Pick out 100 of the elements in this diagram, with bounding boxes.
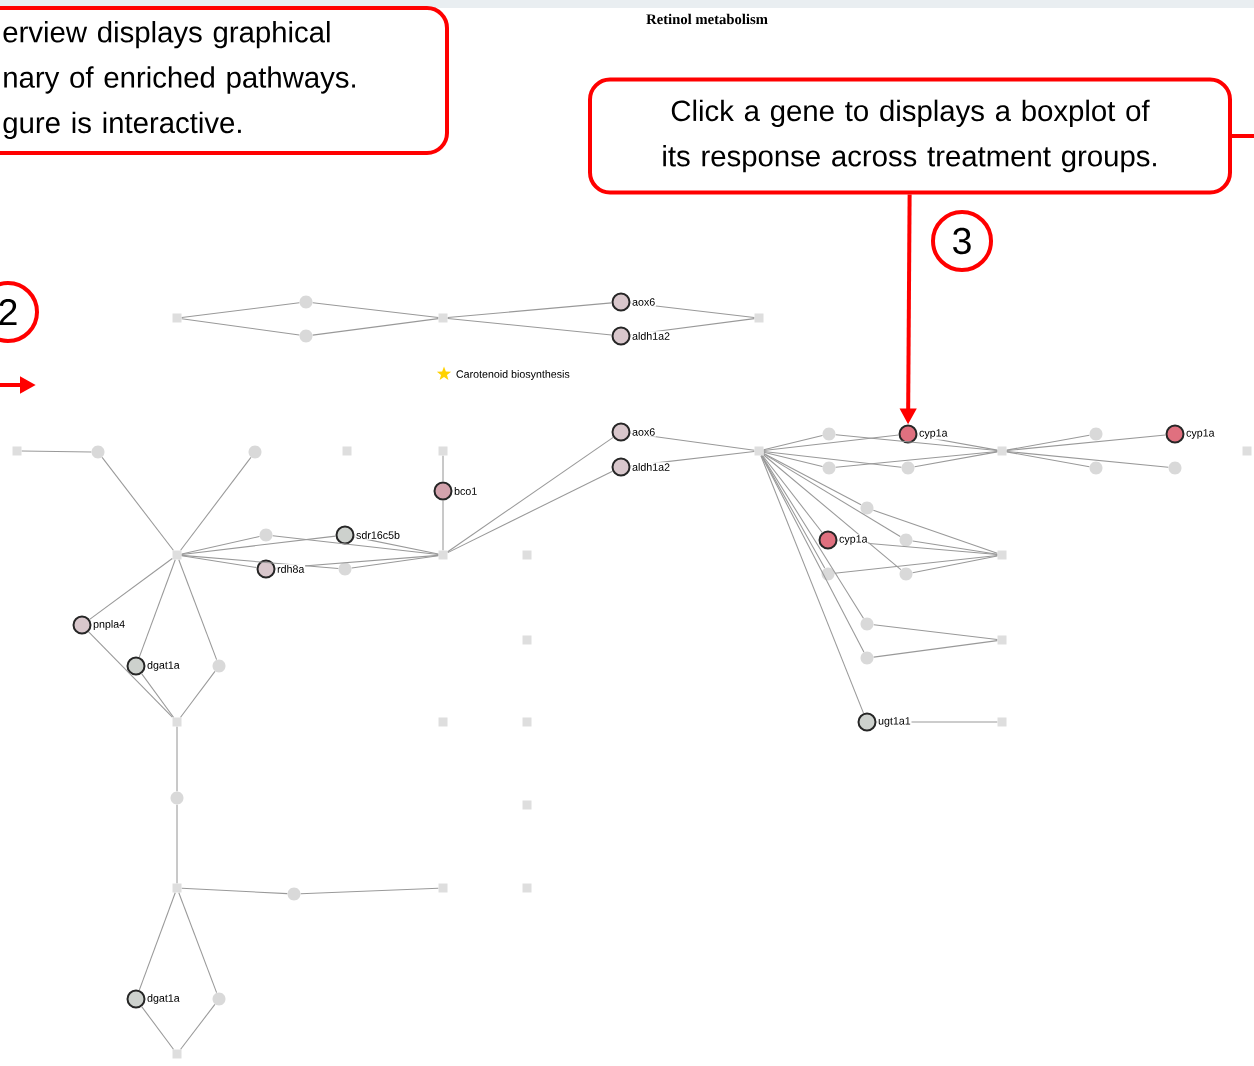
- node-square: [172, 313, 182, 323]
- pathway-line: [181, 887, 288, 895]
- pathway-line: [834, 555, 998, 574]
- pathway-line: [1006, 450, 1169, 468]
- pathway-line: [176, 726, 178, 792]
- pathway-line: [447, 470, 614, 554]
- node-square: [522, 717, 532, 727]
- gene-circle: [1165, 424, 1185, 444]
- pathway-line: [300, 887, 439, 895]
- pathway-line: [178, 559, 218, 661]
- pathway-line: [141, 1006, 174, 1050]
- pathway-line: [180, 456, 252, 551]
- pathway-line: [181, 535, 337, 555]
- callout-number: 3: [931, 210, 993, 272]
- pathway-line: [835, 434, 998, 452]
- pathway-line: [442, 499, 444, 551]
- pathway-line: [763, 451, 823, 467]
- node-square: [522, 883, 532, 893]
- pathway-line: [88, 631, 173, 718]
- node-square: [522, 800, 532, 810]
- node-square: [438, 883, 448, 893]
- pathway-line: [447, 436, 614, 553]
- pathway-line: [763, 453, 901, 538]
- gene-label: ugt1a1: [877, 716, 912, 728]
- node-square: [172, 1049, 182, 1059]
- pathway-line: [312, 318, 439, 336]
- pathway-line: [763, 451, 902, 468]
- node-square: [522, 635, 532, 645]
- gene-circle: [611, 326, 631, 346]
- gene-label: cyp1a: [918, 428, 949, 440]
- gene-label: aox6: [631, 427, 656, 437]
- gene-circle: [611, 292, 631, 312]
- pathway-line: [763, 452, 862, 506]
- pathway-line: [89, 557, 173, 620]
- pathway-line: [101, 456, 174, 551]
- gene-label: aldh1a2: [631, 331, 671, 341]
- gene-label: sdr16c5b: [355, 530, 401, 540]
- node-square: [997, 635, 1007, 645]
- pathway-line: [21, 450, 92, 453]
- gene-label: dgat1a: [146, 660, 181, 672]
- gene-circle: [335, 525, 355, 545]
- node-square: [438, 717, 448, 727]
- pathway-line: [763, 435, 823, 451]
- pathway-line: [1006, 434, 1167, 452]
- pathway-line: [180, 670, 216, 718]
- node-square: [997, 550, 1007, 560]
- pathway-line: [872, 509, 998, 554]
- gene-label: pnpla4: [92, 619, 126, 631]
- pathway-line: [176, 804, 178, 884]
- pathway-line: [351, 555, 439, 569]
- gene-circle: [256, 559, 276, 579]
- pathway-line: [763, 434, 900, 451]
- callout-box: erview displays graphical nary of enriched pathways. gure is interactive.: [0, 6, 449, 155]
- node-square: [172, 550, 182, 560]
- pathway-line: [312, 302, 439, 318]
- node-square: [438, 446, 448, 456]
- pathway-line: [912, 540, 998, 555]
- gene-circle: [126, 989, 146, 1009]
- gene-label: rdh8a: [276, 564, 306, 574]
- pathway-line: [272, 535, 439, 555]
- pathway-line: [1006, 434, 1090, 451]
- title: Retinol metabolism: [646, 13, 768, 25]
- gene-label: dgat1a: [146, 993, 181, 1005]
- gene-label: cyp1a: [1185, 428, 1216, 440]
- gene-circle: [72, 615, 92, 635]
- pathway-line: [763, 454, 902, 571]
- pathway-line: [442, 455, 444, 483]
- pathway-line: [912, 555, 998, 574]
- gene-label: cyp1a: [838, 534, 869, 546]
- gene-circle: [433, 481, 453, 501]
- gene-circle: [611, 422, 631, 442]
- node-square: [172, 883, 182, 893]
- pathway-line: [873, 640, 998, 658]
- node-square: [997, 717, 1007, 727]
- pathway-line: [760, 455, 865, 653]
- node-square: [12, 446, 22, 456]
- pathway-line: [447, 317, 613, 336]
- node-square: [522, 550, 532, 560]
- node-square: [754, 446, 764, 456]
- pathway-line: [138, 892, 176, 991]
- pathway-line: [1006, 451, 1090, 468]
- pathway-line: [181, 535, 260, 555]
- pathway-line: [181, 555, 258, 569]
- pathway-line: [914, 451, 998, 468]
- node-square: [438, 550, 448, 560]
- pathway-line: [178, 892, 218, 994]
- pathway-line: [761, 455, 864, 619]
- node-square: [754, 313, 764, 323]
- gene-circle: [898, 424, 918, 444]
- gene-circle: [857, 712, 877, 732]
- pathway-line: [760, 455, 865, 714]
- node-square: [997, 446, 1007, 456]
- gene-circle: [126, 656, 146, 676]
- pathway-line: [762, 455, 823, 534]
- pathway-line: [873, 624, 998, 640]
- gene-circle: [818, 530, 838, 550]
- gene-label: aldh1a2: [631, 462, 671, 472]
- pathway-line: [181, 302, 300, 318]
- callout-number: 2: [0, 281, 39, 343]
- gene-circle: [611, 457, 631, 477]
